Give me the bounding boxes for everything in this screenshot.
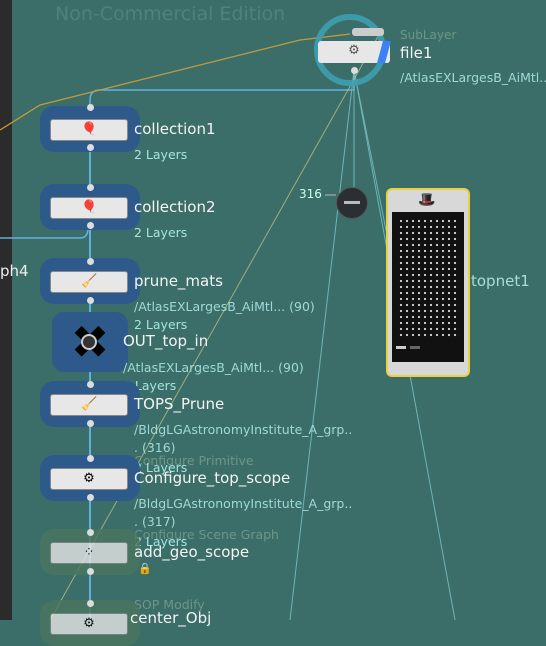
collection-icon: 🎈 [81, 200, 98, 215]
node-file1[interactable]: ⚙ [314, 14, 394, 94]
left-panel-edge [0, 0, 12, 620]
configure-primitive-type: Configure Primitive [134, 453, 254, 468]
topnet1-label: topnet1 [471, 272, 530, 290]
switch-input-count: 316 [299, 187, 322, 201]
center-obj-label: center_Obj [130, 609, 212, 627]
prune-mats-label: prune_mats [134, 272, 223, 290]
node-topnet1[interactable]: 🎩 [386, 188, 470, 377]
out-top-in-path: /AtlasEXLargesB_AiMtl... (90) [123, 360, 304, 375]
prune-mats-path: /AtlasEXLargesB_AiMtl... (90) [134, 299, 315, 314]
configure-top-scope-count: . (317) [134, 514, 176, 529]
collection-icon: 🎈 [81, 122, 98, 137]
sop-modify-type: SOP Modify [134, 597, 205, 612]
file1-label: file1 [400, 44, 433, 62]
tops-prune-layers: 2 Layers [134, 460, 188, 475]
node-add-geo-scope[interactable]: ⁘ [40, 529, 140, 575]
tophat-icon: 🎩 [418, 192, 436, 208]
edition-watermark: Non-Commercial Edition [55, 3, 286, 25]
file1-type: SubLayer [400, 28, 457, 42]
collection2-layers: 2 Layers [134, 225, 188, 240]
prune-mats-layers: 2 Layers [134, 317, 188, 332]
node-configure-top-scope[interactable]: ⚙ [40, 455, 140, 501]
configure-top-scope-path: /BldgLGAstronomyInstitute_A_grp.. [134, 496, 353, 511]
configure-top-scope-layers: 2 Layers [134, 534, 188, 549]
lock-icon: 🔒 [138, 562, 152, 575]
offscreen-node-label: ph4 [0, 262, 29, 280]
add-geo-scope-label: add_geo_scope [134, 543, 250, 561]
out-top-in-label: OUT_top_in [123, 332, 209, 350]
broom-icon: 🧹 [81, 397, 98, 412]
node-tops-prune[interactable]: 🧹 [40, 381, 140, 427]
node-prune-mats[interactable]: 🧹 [40, 258, 140, 304]
scatter-icon: ⁘ [83, 545, 95, 560]
layers-icon: ⚙ [348, 43, 360, 58]
tops-prune-path: /BldgLGAstronomyInstitute_A_grp.. [134, 422, 353, 437]
collection2-label: collection2 [134, 198, 216, 216]
collection1-label: collection1 [134, 120, 216, 138]
broom-icon: 🧹 [81, 274, 98, 289]
node-collection1[interactable]: 🎈 [40, 106, 140, 152]
minus-icon [344, 201, 360, 204]
configure-top-scope-label: Configure_top_scope [134, 469, 291, 487]
switch-node[interactable] [336, 187, 368, 219]
gear-icon: ⚙ [83, 471, 95, 486]
collection1-layers: 2 Layers [134, 147, 188, 162]
node-out-top-in[interactable]: ✖ [52, 312, 128, 372]
node-icon: ⚙ [83, 616, 95, 631]
tops-prune-label: TOPS_Prune [134, 395, 225, 413]
tops-prune-count: . (316) [134, 440, 176, 455]
configure-scene-graph-type: Configure Scene Graph [134, 527, 279, 542]
file1-path: /AtlasEXLargesB_AiMtl... [400, 70, 546, 85]
